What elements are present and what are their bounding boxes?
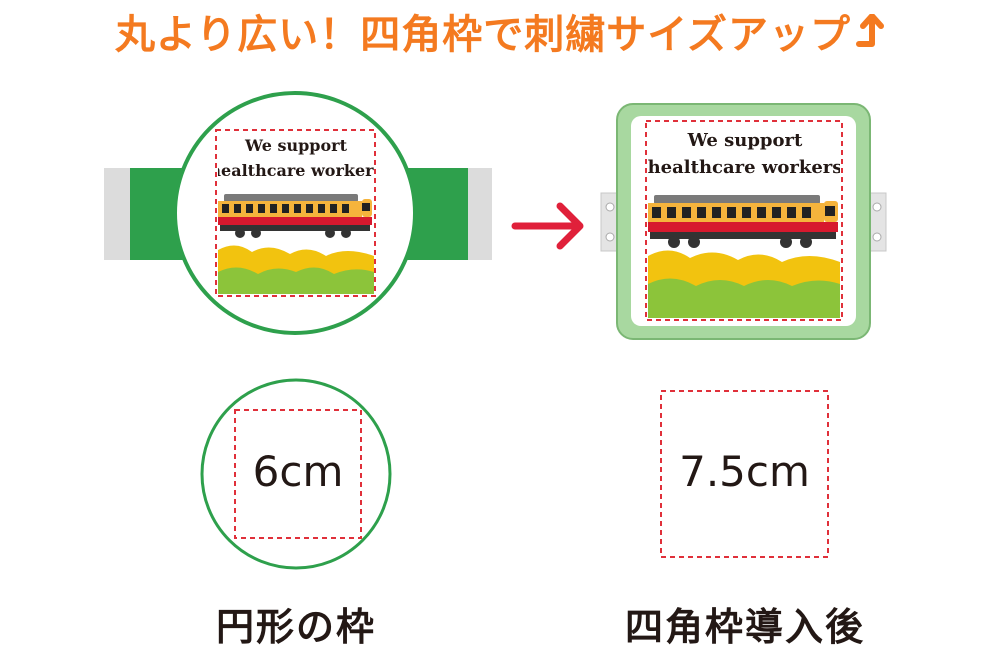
- round-embroidery-area-schematic: [234, 409, 362, 539]
- embroidery-area-outline-left: [215, 129, 376, 297]
- right-arrow-icon: [511, 202, 584, 250]
- round-hoop-illustration: We support healthcare workers: [104, 91, 492, 335]
- embroidery-design-right: We support healthcare workers: [648, 130, 843, 318]
- up-arrow-icon: [855, 12, 885, 58]
- square-embroidery-area-schematic: [660, 390, 829, 558]
- embroidery-text-line1-left: We support: [244, 136, 348, 155]
- round-size-label: 6cm: [252, 447, 344, 496]
- square-frame-illustration: We support healthcare workers: [600, 103, 887, 340]
- embroidery-text-line2-left: healthcare workers: [209, 161, 382, 180]
- round-hoop-schematic: [200, 378, 392, 570]
- square-size-label: 7.5cm: [679, 447, 810, 496]
- headline: 丸より広い！四角枠で刺繍サイズアップ: [0, 2, 1000, 60]
- embroidery-design-left: We support healthcare workers: [209, 136, 382, 294]
- embroidery-text-line1-right: We support: [687, 130, 803, 151]
- sleeve-cuff-left: [104, 168, 130, 260]
- train-illustration-left: [218, 194, 372, 238]
- train-illustration-right: [648, 195, 838, 248]
- round-frame-caption: 円形の枠: [215, 605, 376, 649]
- embroidery-text-line2-right: healthcare workers: [648, 157, 843, 178]
- sleeve-cuff-right: [468, 168, 492, 260]
- headline-text: 丸より広い！四角枠で刺繍サイズアップ: [115, 12, 851, 58]
- square-frame-caption: 四角枠導入後: [624, 605, 865, 649]
